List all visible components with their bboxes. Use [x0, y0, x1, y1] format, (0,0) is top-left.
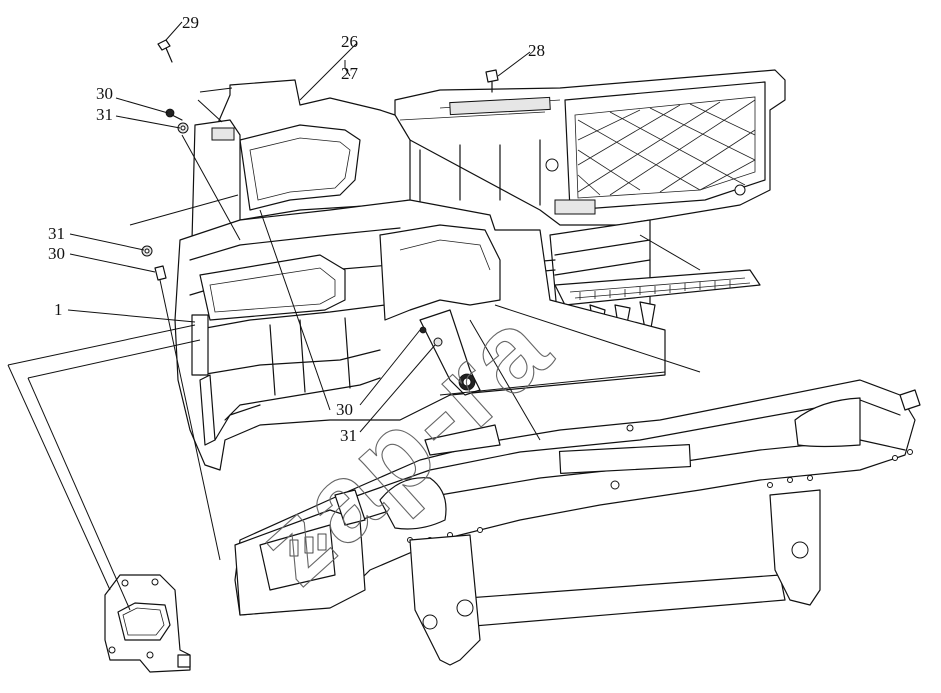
- callout-27: 27: [341, 64, 359, 83]
- callout-1: 1: [54, 300, 63, 319]
- callout-30-lower: 30: [48, 244, 65, 263]
- leader-lines: [7, 21, 701, 611]
- washer-31-upper: [177, 122, 189, 134]
- callout-29: 29: [182, 13, 199, 32]
- chassis-frame: [234, 379, 921, 666]
- bolt-30-upper: [165, 108, 183, 121]
- callout-31-tunnel: 31: [340, 426, 357, 445]
- rear-wall-panel: [394, 69, 786, 226]
- washer-31-lower: [141, 245, 153, 257]
- mounting-bracket: [104, 574, 191, 673]
- bolt-30-lower: [154, 265, 167, 281]
- callout-28: 28: [528, 41, 545, 60]
- bolt-28: [485, 69, 499, 93]
- bolt-29: [157, 39, 173, 63]
- callout-31-upper: 31: [96, 105, 113, 124]
- callout-30-upper: 30: [96, 84, 113, 103]
- callout-labels: 29 26 27 28 30 31 31 30 1 30 31: [48, 13, 545, 445]
- callout-30-tunnel: 30: [336, 400, 353, 419]
- callout-31-lower: 31: [48, 224, 65, 243]
- callout-26: 26: [341, 32, 358, 51]
